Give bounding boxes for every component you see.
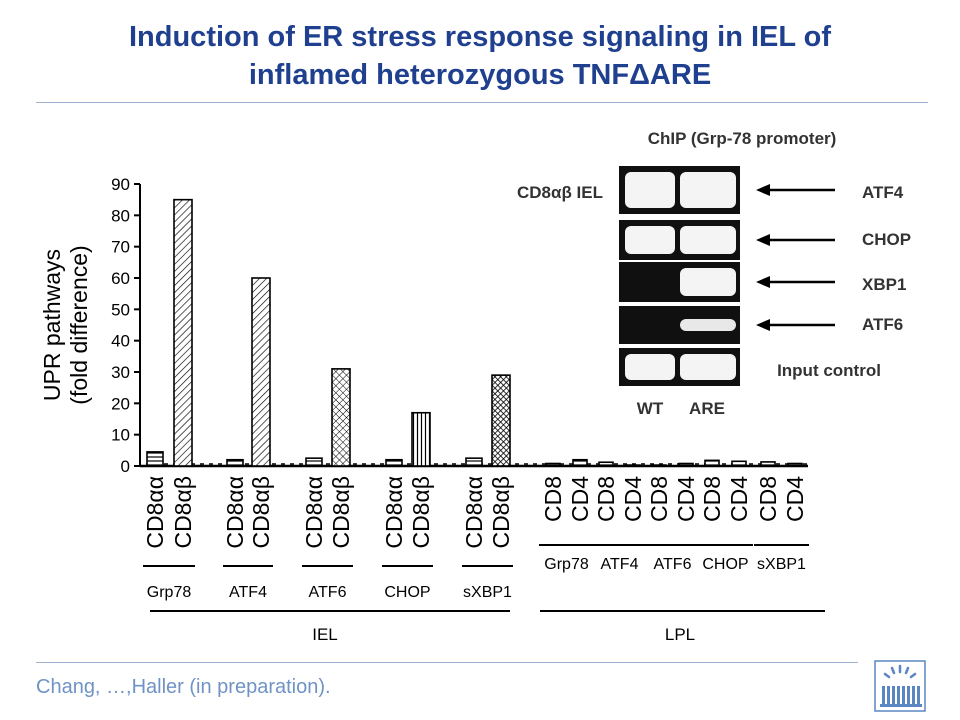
x-tick-label: CD4: [673, 476, 699, 522]
gene-label: CHOP: [702, 556, 748, 573]
y-tick-label: 60: [111, 269, 130, 288]
gel-band: [625, 172, 675, 208]
gel-row-label: XBP1: [862, 275, 906, 294]
x-tick-label: CD8αβ: [408, 476, 434, 549]
gel-row-label: ATF4: [862, 183, 904, 202]
x-tick-label: CD8αβ: [328, 476, 354, 549]
gene-label: Grp78: [544, 556, 589, 573]
gel-band: [680, 226, 736, 254]
y-tick-label: 50: [111, 300, 130, 319]
group-label-iel: IEL: [312, 625, 338, 644]
bar: [651, 464, 667, 467]
footer-rule: [36, 662, 858, 663]
title-line-2: inflamed heterozygous TNFΔARE: [248, 59, 712, 91]
bar: [411, 411, 431, 467]
y-axis-label: UPR pathways(fold difference): [39, 245, 92, 404]
bar: [625, 464, 641, 467]
x-tick-label: CD8αβ: [488, 476, 514, 549]
arrow-head: [756, 319, 770, 331]
institute-logo-icon: [874, 660, 926, 712]
x-tick-label: CD4: [726, 476, 752, 522]
gene-label: sXBP1: [463, 584, 512, 601]
x-tick-label: CD8: [755, 476, 781, 522]
bar: [305, 457, 323, 467]
citation-footer: Chang, …,Haller (in preparation).: [36, 676, 331, 698]
gel-band: [680, 268, 736, 296]
gel-band: [680, 319, 736, 331]
y-tick-label: 20: [111, 394, 130, 413]
bar: [385, 458, 403, 467]
x-tick-label: CD8: [699, 476, 725, 522]
x-tick-label: CD4: [567, 476, 593, 522]
x-tick-label: CD8: [593, 476, 619, 522]
gene-label: ATF6: [309, 584, 347, 601]
x-tick-label: CD8αβ: [248, 476, 274, 549]
y-tick-label: 80: [111, 206, 130, 225]
gene-label: CHOP: [384, 584, 430, 601]
bar: [331, 368, 351, 467]
gene-label: ATF4: [229, 584, 267, 601]
gel-row-label: Input control: [777, 361, 881, 380]
gel-column-label: WT: [637, 399, 664, 418]
chip-title: ChIP (Grp-78 promoter): [648, 129, 837, 148]
title-line-1: Induction of ER stress response signalin…: [128, 21, 831, 53]
bar: [731, 460, 747, 467]
x-tick-label: CD4: [782, 476, 808, 522]
bar: [787, 462, 803, 467]
x-tick-label: CD4: [620, 476, 646, 522]
y-axis-label-line: UPR pathways: [39, 249, 65, 401]
bar: [545, 462, 561, 467]
x-tick-label: CD8: [540, 476, 566, 522]
gel-row-label: CHOP: [862, 230, 911, 249]
bar: [572, 458, 588, 467]
x-tick-label: CD8αα: [381, 476, 407, 549]
bar: [146, 451, 164, 467]
y-tick-label: 0: [121, 457, 130, 476]
x-tick-label: CD8αα: [301, 476, 327, 549]
y-tick-label: 90: [111, 175, 130, 194]
arrow-head: [756, 184, 770, 196]
gene-label: ATF4: [601, 556, 639, 573]
gel-column-label: ARE: [689, 399, 725, 418]
gene-label: ATF6: [654, 556, 692, 573]
y-tick-label: 70: [111, 238, 130, 257]
x-tick-label: CD8αα: [461, 476, 487, 549]
bar: [465, 457, 483, 467]
y-tick-label: 10: [111, 426, 130, 445]
gel-band: [625, 354, 675, 380]
x-tick-label: CD8: [646, 476, 672, 522]
gene-label: sXBP1: [757, 556, 806, 573]
y-axis-label-line: (fold difference): [66, 245, 92, 404]
arrow-head: [756, 276, 770, 288]
gel-band: [680, 354, 736, 380]
gel-band: [680, 172, 736, 208]
bar: [760, 461, 776, 467]
x-tick-label: CD8αα: [222, 476, 248, 549]
y-tick-label: 30: [111, 363, 130, 382]
bar: [704, 459, 720, 467]
gene-label: Grp78: [147, 584, 192, 601]
bar: [491, 374, 511, 467]
bar: [251, 277, 271, 467]
y-tick-label: 40: [111, 332, 130, 351]
title-rule: [36, 102, 928, 103]
bar: [226, 458, 244, 467]
x-tick-label: CD8αβ: [170, 476, 196, 549]
arrow-head: [756, 234, 770, 246]
x-tick-label: CD8αα: [142, 476, 168, 549]
gel-band: [625, 226, 675, 254]
bar: [173, 198, 193, 467]
group-label-lpl: LPL: [665, 625, 695, 644]
gel-row-label: ATF6: [862, 315, 903, 334]
bar: [678, 462, 694, 467]
bar: [598, 461, 614, 467]
slide-title: Induction of ER stress response signalin…: [0, 18, 960, 94]
chip-sample-label: CD8αβ IEL: [517, 183, 603, 202]
